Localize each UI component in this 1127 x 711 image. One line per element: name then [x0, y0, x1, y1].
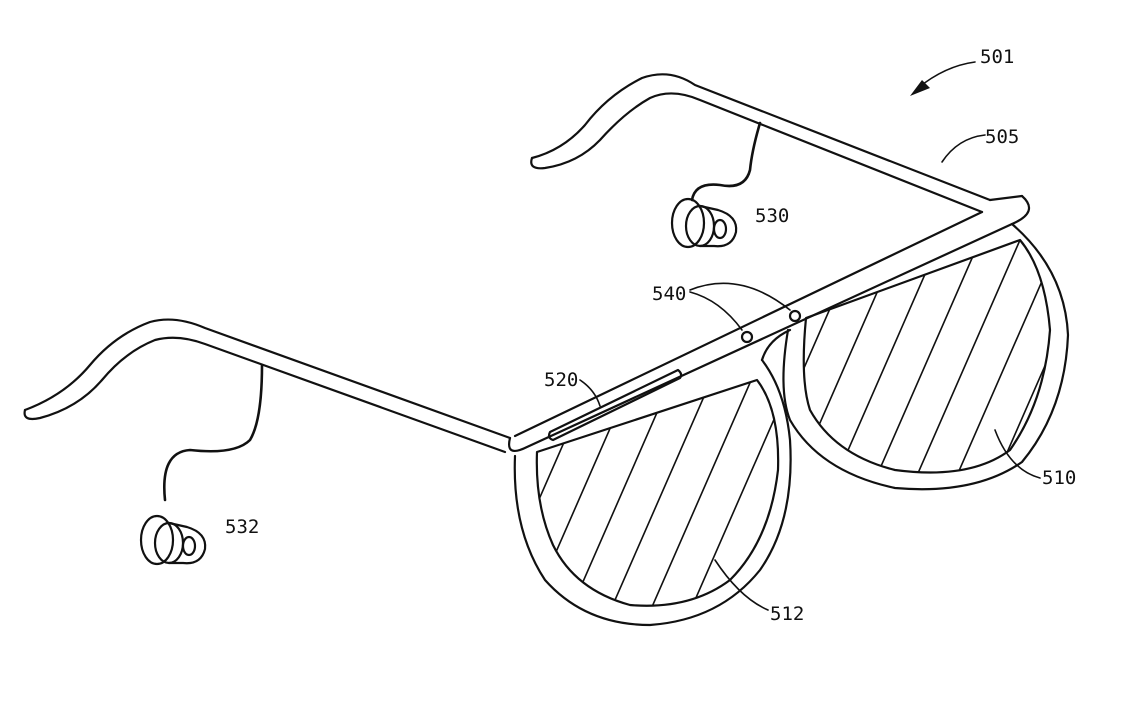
label-530: 530: [755, 205, 789, 227]
temple-arm-front: [23, 318, 512, 454]
frame-505: 505: [508, 126, 1031, 452]
earpiece-530: 530: [670, 121, 789, 249]
sensor-540-a: [740, 330, 754, 344]
earpiece-532: 532: [139, 363, 264, 566]
sensor-540-b: [788, 309, 802, 323]
temple-arm-rear: [530, 73, 992, 214]
label-540: 540: [652, 283, 686, 305]
label-520: 520: [544, 369, 578, 391]
arrow-501-shaft: [917, 61, 976, 89]
label-505: 505: [985, 126, 1019, 148]
label-512: 512: [770, 603, 804, 625]
lens-right-510: 510: [782, 222, 1076, 491]
display-520: 520: [544, 368, 683, 442]
arrow-501-head: [910, 80, 930, 96]
sensors-540: 540: [652, 282, 802, 344]
reference-501: 501: [910, 46, 1014, 96]
bridge: [760, 328, 792, 362]
label-501: 501: [980, 46, 1014, 68]
label-510: 510: [1042, 467, 1076, 489]
lens-left-512: 512: [513, 358, 804, 627]
label-532: 532: [225, 516, 259, 538]
